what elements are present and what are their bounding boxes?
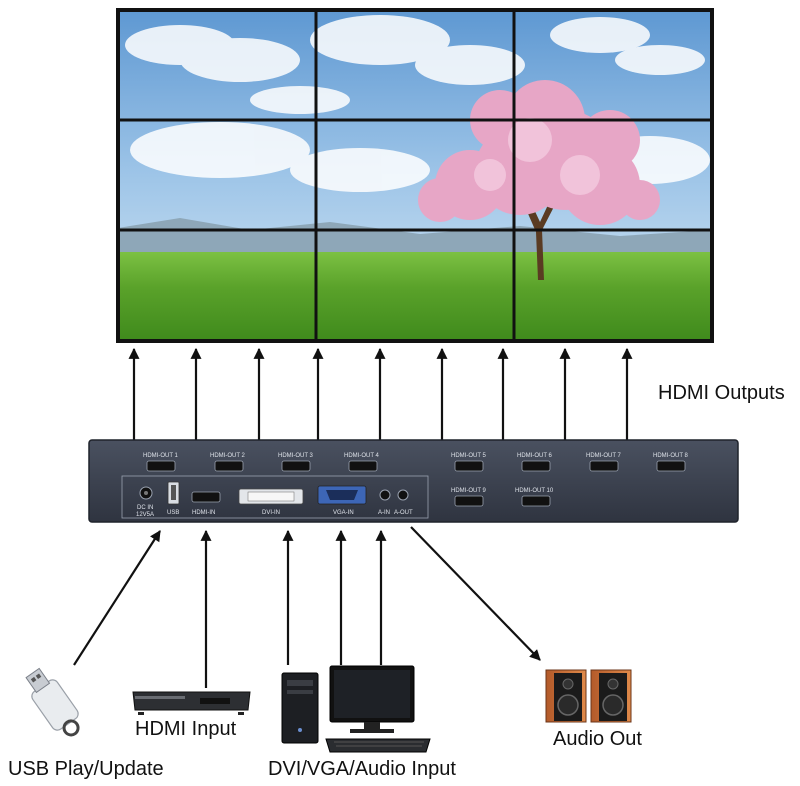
hdmi-in-port: HDMI-IN (191, 491, 221, 516)
svg-text:DVI-IN: DVI-IN (262, 510, 280, 516)
dc-in-port: DC IN 12V5A (136, 486, 154, 518)
controller-body (88, 439, 739, 523)
arrow-audio-out (410, 526, 541, 661)
svg-text:A-IN: A-IN (378, 510, 390, 516)
svg-text:HDMI-OUT 5: HDMI-OUT 5 (451, 453, 487, 459)
hdmi-out-3: HDMI-OUT 3 (278, 453, 314, 472)
hdmi-player-icon (132, 691, 251, 715)
hdmi-out-1: HDMI-OUT 1 (143, 453, 179, 472)
speakers-icon (545, 669, 632, 723)
svg-text:HDMI-OUT 6: HDMI-OUT 6 (517, 453, 553, 459)
input-arrows (73, 526, 541, 688)
hdmi-out-10: HDMI-OUT 10 (515, 488, 554, 507)
svg-text:HDMI-OUT 2: HDMI-OUT 2 (210, 453, 246, 459)
grass-field (118, 252, 712, 341)
output-arrows (128, 347, 633, 440)
usb-stick-icon (25, 667, 80, 737)
svg-text:USB: USB (167, 510, 179, 516)
svg-text:12V5A: 12V5A (136, 512, 154, 518)
svg-text:HDMI-IN: HDMI-IN (192, 510, 215, 516)
input-ports: DC IN 12V5A USB HDMI-IN DVI-IN VGA-IN (136, 481, 413, 518)
svg-text:HDMI-OUT 1: HDMI-OUT 1 (143, 453, 179, 459)
dvi-vga-audio-input-caption: DVI/VGA/Audio Input (268, 758, 456, 780)
speaker-right (590, 669, 632, 723)
hdmi-input-caption: HDMI Input (135, 718, 237, 740)
audio-out-port: A-OUT (394, 489, 413, 516)
audio-in-port: A-IN (378, 489, 391, 516)
hdmi-out-ports: HDMI-OUT 1 HDMI-OUT 2 HDMI-OUT 3 HDMI-OU… (143, 453, 689, 507)
hdmi-out-9: HDMI-OUT 9 (451, 488, 487, 507)
hdmi-out-2: HDMI-OUT 2 (210, 453, 246, 472)
hdmi-out-5: HDMI-OUT 5 (451, 453, 487, 472)
svg-text:HDMI-OUT 8: HDMI-OUT 8 (653, 453, 689, 459)
svg-text:DC IN: DC IN (137, 505, 153, 511)
hdmi-out-7: HDMI-OUT 7 (586, 453, 622, 472)
hdmi-out-4: HDMI-OUT 4 (344, 453, 380, 472)
arrow-usb (73, 530, 161, 666)
svg-text:HDMI-OUT 10: HDMI-OUT 10 (515, 488, 554, 494)
hdmi-outputs-caption: HDMI Outputs (658, 382, 785, 404)
computer-icon (281, 665, 431, 753)
usb-port: USB (167, 481, 180, 516)
svg-text:HDMI-OUT 3: HDMI-OUT 3 (278, 453, 314, 459)
svg-text:A-OUT: A-OUT (394, 510, 413, 516)
audio-out-caption: Audio Out (553, 728, 642, 750)
video-wall (116, 8, 714, 343)
input-panel-outline (121, 475, 429, 519)
svg-text:HDMI-OUT 7: HDMI-OUT 7 (586, 453, 622, 459)
svg-text:VGA-IN: VGA-IN (333, 510, 354, 516)
wall-controller: HDMI-OUT 1 HDMI-OUT 2 HDMI-OUT 3 HDMI-OU… (88, 439, 739, 523)
hdmi-out-6: HDMI-OUT 6 (517, 453, 553, 472)
hdmi-out-8: HDMI-OUT 8 (653, 453, 689, 472)
blossom-tree (418, 80, 660, 280)
svg-text:HDMI-OUT 4: HDMI-OUT 4 (344, 453, 380, 459)
speaker-left (545, 669, 587, 723)
wall-bezels (116, 8, 714, 343)
usb-play-update-caption: USB Play/Update (8, 758, 164, 780)
dvi-in-port: DVI-IN (238, 488, 304, 516)
vga-in-port: VGA-IN (317, 485, 367, 516)
svg-text:HDMI-OUT 9: HDMI-OUT 9 (451, 488, 487, 494)
